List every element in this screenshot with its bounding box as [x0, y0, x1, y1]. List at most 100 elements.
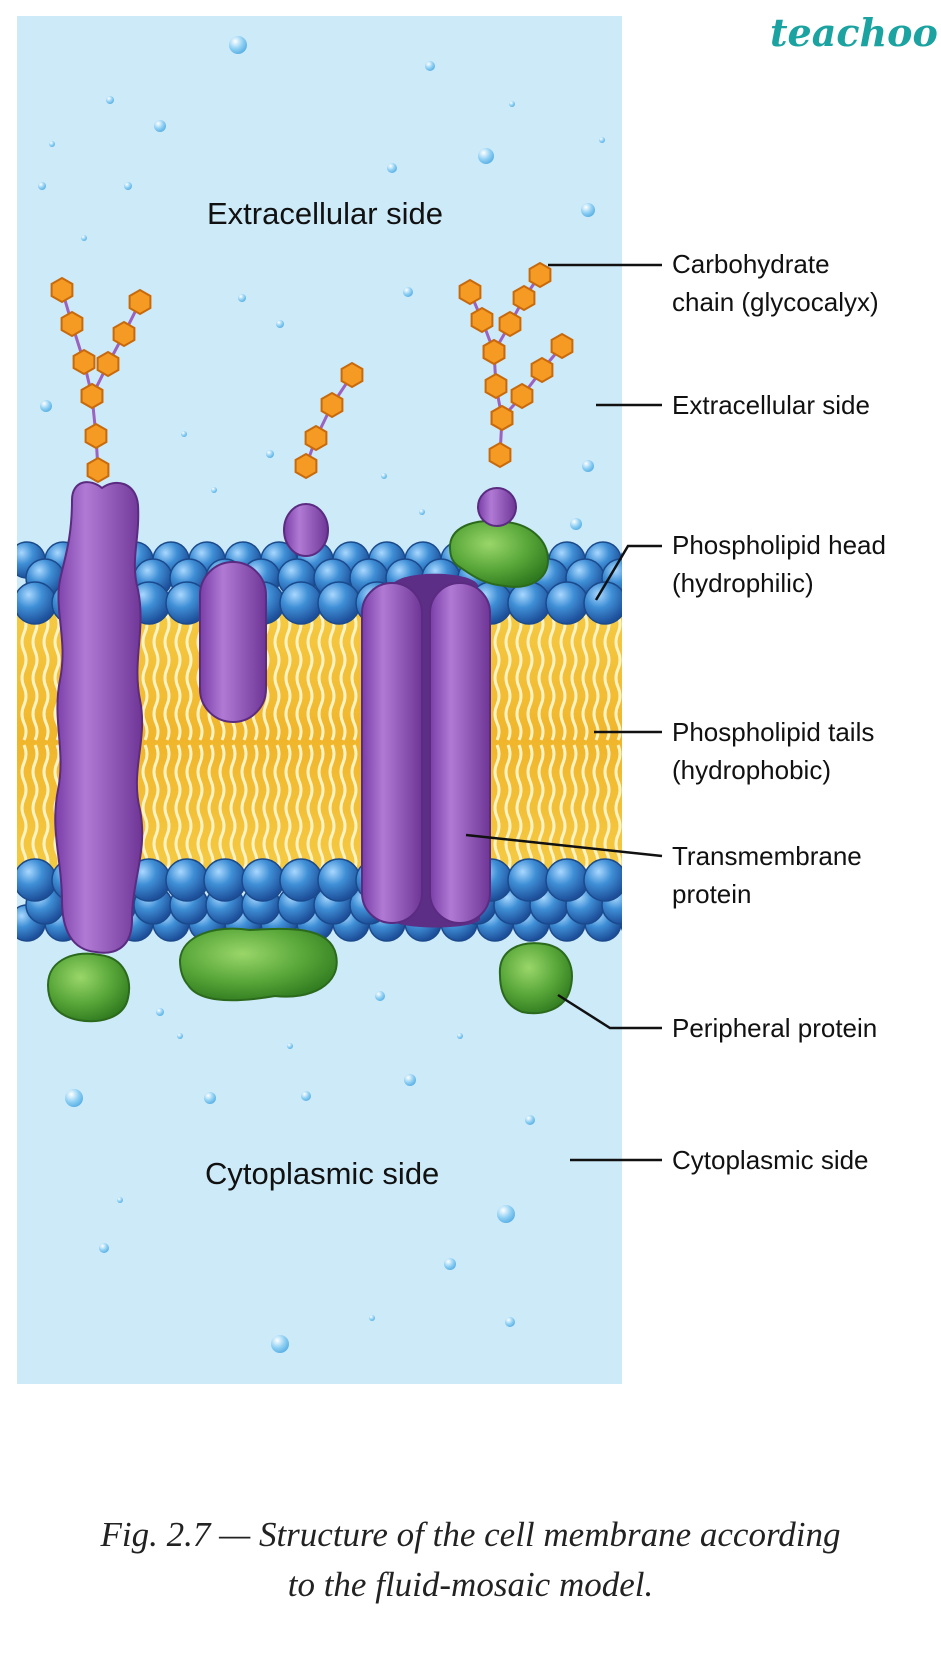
- water-bubble: [106, 96, 114, 104]
- lipid-tail-inner: [493, 744, 501, 871]
- sugar-unit: [96, 350, 120, 378]
- sugar-unit: [470, 306, 494, 334]
- water-bubble: [177, 1033, 183, 1039]
- glycoprotein-cap-right: [477, 487, 517, 527]
- phospholipid-head: [165, 858, 209, 902]
- water-bubble: [229, 36, 247, 54]
- lipid-tail-inner: [548, 744, 556, 871]
- lipid-tail-outer: [339, 614, 347, 741]
- lipid-tail-inner: [218, 744, 226, 871]
- water-bubble: [381, 473, 387, 479]
- water-bubble: [117, 1197, 123, 1203]
- lipid-tail-outer: [504, 614, 512, 741]
- lipid-tail-inner: [141, 744, 149, 871]
- water-bubble: [582, 460, 594, 472]
- sugar-unit: [498, 310, 522, 338]
- lipid-tail-inner: [581, 744, 589, 871]
- phospholipid-head: [17, 581, 57, 625]
- lipid-tail-outer: [273, 614, 281, 741]
- lipid-tail-inner: [570, 744, 578, 871]
- lipid-tail-outer: [53, 614, 61, 741]
- water-bubble: [154, 120, 166, 132]
- sugar-unit: [128, 288, 152, 316]
- lipid-tail-inner: [163, 744, 171, 871]
- water-bubble: [404, 1074, 416, 1086]
- half-embedded-protein: [199, 561, 267, 723]
- lipid-tail-outer: [493, 614, 501, 741]
- sugar-unit: [80, 382, 104, 410]
- channel-protein-left-subunit: [361, 582, 423, 924]
- phospholipid-head: [241, 858, 285, 902]
- lipid-tail-outer: [603, 614, 611, 741]
- chain-link: [500, 345, 564, 420]
- callout-carbohydrate-line1: Carbohydrate: [672, 249, 830, 279]
- lipid-tail-outer: [328, 614, 336, 741]
- lipid-tail-outer: [284, 614, 292, 741]
- lipid-tail-inner: [339, 744, 347, 871]
- sugar-unit: [320, 391, 344, 419]
- lipid-tail-outer: [306, 614, 314, 741]
- water-bubble: [81, 235, 87, 241]
- lipid-tail-inner: [328, 744, 336, 871]
- callout-head-line2: (hydrophilic): [672, 568, 814, 598]
- callout-tails-line1: Phospholipid tails: [672, 717, 875, 747]
- water-bubble: [238, 294, 246, 302]
- transmembrane-protein-left: [54, 481, 144, 954]
- callout-carbohydrate-line2: chain (glycocalyx): [672, 287, 879, 317]
- lipid-tail-inner: [603, 744, 611, 871]
- lipid-tail-outer: [614, 614, 622, 741]
- callout-transmembrane-line2: protein: [672, 879, 752, 909]
- phospholipid-head: [317, 581, 361, 625]
- water-bubble: [570, 518, 582, 530]
- phospholipid-head: [317, 858, 361, 902]
- lipid-tail-inner: [196, 744, 204, 871]
- lipid-tail-outer: [350, 614, 358, 741]
- figure-caption: Fig. 2.7 — Structure of the cell membran…: [0, 1510, 941, 1610]
- lipid-tail-inner: [174, 744, 182, 871]
- leader-transmembrane: [465, 833, 663, 858]
- water-bubble: [276, 320, 284, 328]
- lipid-tail-inner: [42, 744, 50, 871]
- sugar-unit: [482, 338, 506, 366]
- lipid-tail-inner: [251, 744, 259, 871]
- carbohydrate-chains: [50, 261, 574, 484]
- chain-link: [90, 301, 142, 397]
- water-bubble: [65, 1089, 83, 1107]
- lipid-tail-inner: [559, 744, 567, 871]
- callout-tails-line2: (hydrophobic): [672, 755, 831, 785]
- lipid-tail-outer: [20, 614, 28, 741]
- sugar-unit: [484, 372, 508, 400]
- water-bubble: [505, 1317, 515, 1327]
- lipid-tail-outer: [559, 614, 567, 741]
- lipid-tail-inner: [31, 744, 39, 871]
- sugar-unit: [488, 441, 512, 469]
- water-bubble: [497, 1205, 515, 1223]
- sugar-unit: [294, 452, 318, 480]
- lipid-tail-inner: [273, 744, 281, 871]
- lipid-tail-inner: [240, 744, 248, 871]
- lipid-tail-inner: [515, 744, 523, 871]
- water-bubble: [271, 1335, 289, 1353]
- lipid-tail-inner: [262, 744, 270, 871]
- lipid-tail-outer: [581, 614, 589, 741]
- lipid-tail-outer: [526, 614, 534, 741]
- channel-protein-right-subunit: [429, 582, 491, 924]
- lipid-tail-inner: [152, 744, 160, 871]
- sugar-unit: [304, 424, 328, 452]
- sugar-unit: [512, 284, 536, 312]
- lipid-tail-outer: [141, 614, 149, 741]
- water-bubble: [403, 287, 413, 297]
- sugar-unit: [458, 278, 482, 306]
- lipid-tail-outer: [317, 614, 325, 741]
- water-bubbles: [38, 36, 605, 1353]
- sugar-unit: [510, 382, 534, 410]
- chain-link: [492, 274, 542, 353]
- water-bubble: [301, 1091, 311, 1101]
- peripheral-protein-right: [498, 942, 573, 1015]
- callout-peripheral-line1: Peripheral protein: [672, 1013, 878, 1043]
- water-bubble: [99, 1243, 109, 1253]
- lipid-tail-outer: [515, 614, 523, 741]
- water-bubble: [525, 1115, 535, 1125]
- water-bubble: [581, 203, 595, 217]
- lipid-tail-inner: [592, 744, 600, 871]
